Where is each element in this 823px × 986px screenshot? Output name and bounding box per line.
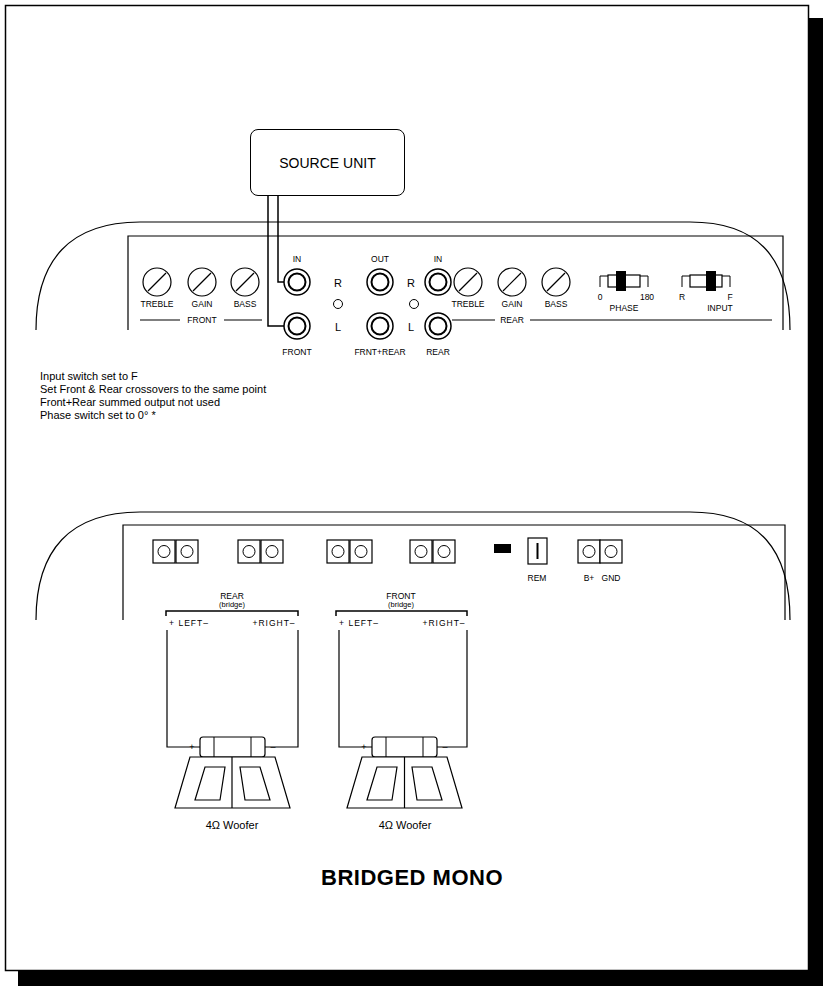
terminal-label: + LEFT–	[339, 619, 379, 628]
speaker-label: 4Ω Woofer	[206, 820, 259, 831]
jack-label: REAR	[426, 348, 450, 357]
knob-label: TREBLE	[140, 300, 173, 309]
diagram-title: BRIDGED MONO	[321, 867, 503, 889]
polarity-label: +	[361, 743, 366, 752]
terminal-label: B+	[584, 574, 595, 583]
jack-label: IN	[434, 255, 443, 264]
knob-label: BASS	[545, 300, 568, 309]
switch-label: 180	[640, 293, 654, 302]
polarity-label: –	[270, 743, 275, 752]
channel-label: L	[335, 322, 341, 333]
polarity-label: +	[189, 743, 194, 752]
jack-label: OUT	[371, 255, 389, 264]
switch-label: PHASE	[610, 304, 639, 313]
switch-label: F	[727, 293, 732, 302]
jack-label: FRONT	[282, 348, 311, 357]
terminal-label: +RIGHT–	[422, 619, 465, 628]
knob-label: GAIN	[192, 300, 213, 309]
bridge-label: (bridge)	[217, 601, 247, 609]
switch-label: INPUT	[707, 304, 733, 313]
polarity-label: –	[442, 743, 447, 752]
speaker-label: 4Ω Woofer	[379, 820, 432, 831]
switch-label: 0	[598, 293, 603, 302]
jack-label: FRNT+REAR	[354, 348, 405, 357]
section-label: FRONT	[185, 316, 218, 325]
setup-note: Phase switch set to 0° *	[40, 410, 156, 421]
terminal-label: +RIGHT–	[252, 619, 295, 628]
setup-note: Input switch set to F	[40, 371, 138, 382]
channel-label: R	[407, 278, 415, 289]
source-unit-box: SOURCE UNIT	[250, 129, 405, 196]
terminal-label: GND	[602, 574, 621, 583]
terminal-label: REM	[528, 574, 547, 583]
box-text: SOURCE UNIT	[279, 155, 375, 171]
bridge-label: FRONT	[384, 592, 417, 601]
knob-label: BASS	[234, 300, 257, 309]
knob-label: GAIN	[502, 300, 523, 309]
section-label: REAR	[498, 316, 526, 325]
bridge-label: (bridge)	[386, 601, 416, 609]
setup-note: Set Front & Rear crossovers to the same …	[40, 384, 266, 395]
jack-label: IN	[293, 255, 302, 264]
channel-label: L	[408, 322, 414, 333]
terminal-label: + LEFT–	[169, 619, 209, 628]
channel-label: R	[334, 278, 342, 289]
bridge-label: REAR	[218, 592, 246, 601]
setup-note: Front+Rear summed output not used	[40, 397, 220, 408]
switch-label: R	[679, 293, 685, 302]
knob-label: TREBLE	[451, 300, 484, 309]
